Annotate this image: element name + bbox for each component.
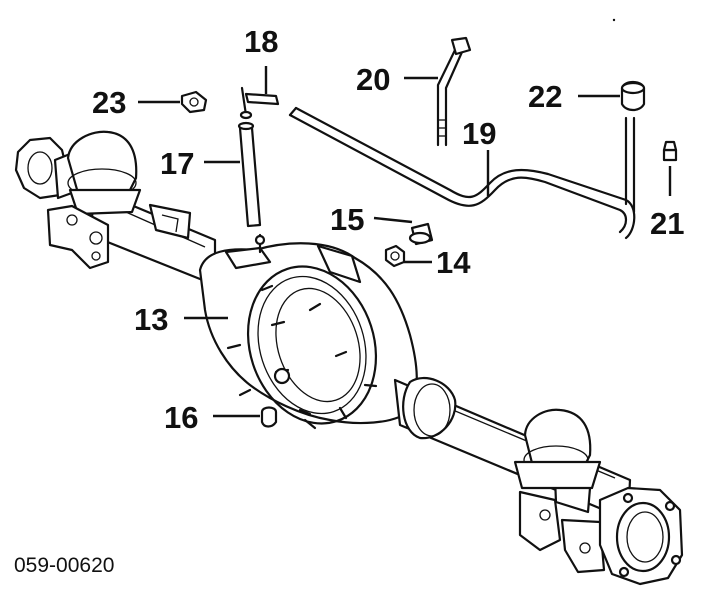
- left-spring-dome: [66, 130, 138, 202]
- part-label-18: 18: [244, 24, 278, 59]
- part-label-14: 14: [436, 245, 471, 280]
- plug-drawing: [408, 222, 434, 246]
- clip-drawing: [180, 90, 208, 114]
- right-spring-dome: [523, 408, 592, 477]
- cap-fitting-drawing: [662, 140, 678, 162]
- part-label-13: 13: [134, 302, 168, 337]
- left-spring-seat: [148, 203, 192, 240]
- part-label-20: 20: [356, 62, 390, 97]
- breather-hose-drawing: [238, 126, 262, 228]
- nut-drawing: [384, 244, 406, 268]
- drain-plug-drawing: [260, 406, 278, 428]
- diagram-code: 059-00620: [14, 554, 114, 577]
- part-label-23: 23: [92, 85, 126, 120]
- leader-lines: [138, 66, 672, 418]
- right-shock-bracket: [518, 490, 562, 552]
- bolt-union-drawing: [436, 36, 472, 147]
- part-label-16: 16: [164, 400, 198, 435]
- axle-housing-drawing: [14, 130, 684, 586]
- part-label-21: 21: [650, 206, 684, 241]
- part-label-15: 15: [330, 202, 364, 237]
- part-label-22: 22: [528, 79, 562, 114]
- breather-pipe-drawing: [288, 113, 628, 234]
- part-label-17: 17: [160, 146, 194, 181]
- carrier-studs: [226, 284, 378, 430]
- breather-fitting-drawing: [239, 86, 280, 120]
- breather-cap-drawing: [620, 80, 646, 112]
- carrier-opening-rim: [246, 265, 378, 425]
- part-label-19: 19: [462, 116, 496, 151]
